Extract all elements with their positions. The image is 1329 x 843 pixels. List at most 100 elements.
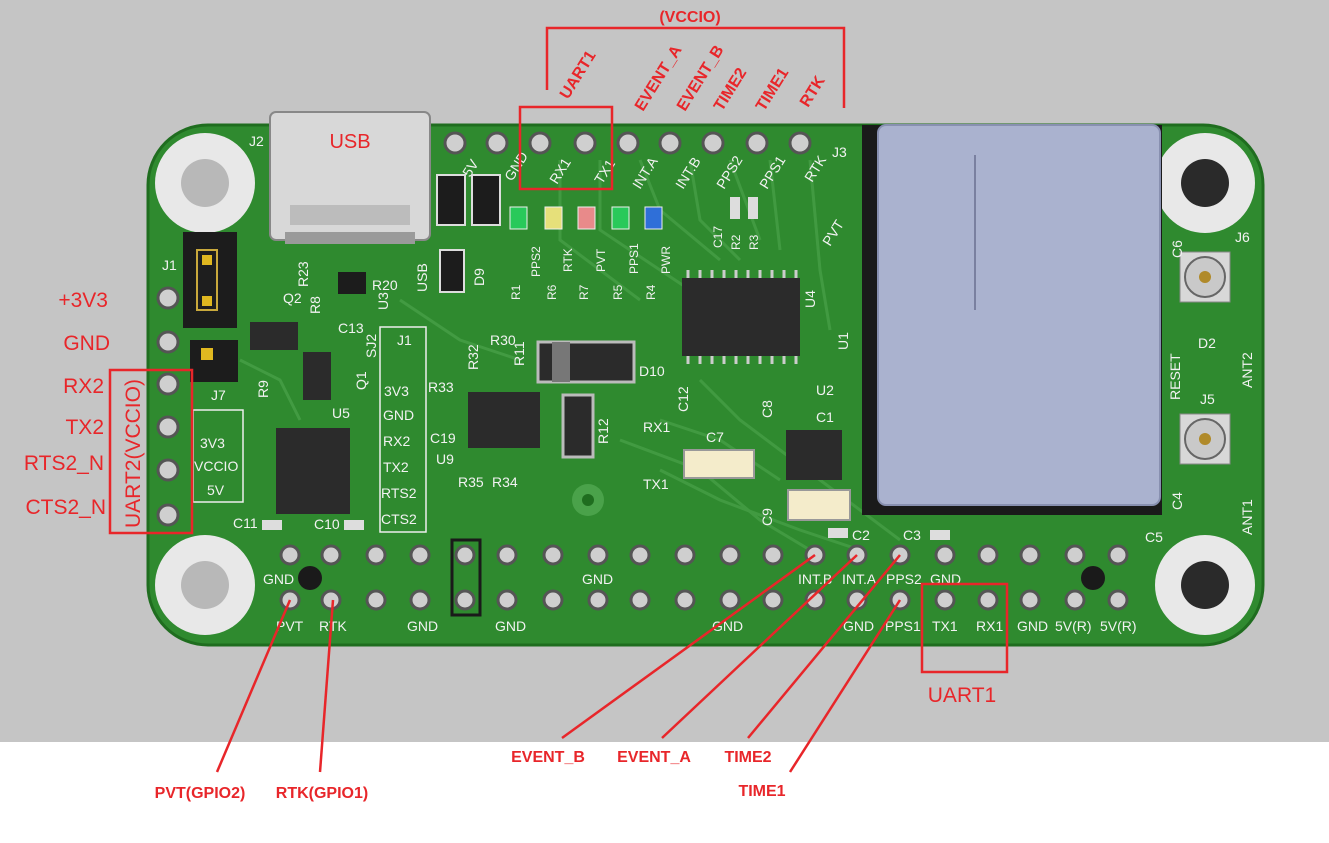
- svg-text:RTK: RTK: [561, 248, 575, 272]
- led-labels: PPS2 RTK PVT PPS1 PWR R1 R6 R7 R5 R4 C17…: [509, 226, 761, 300]
- svg-text:R23: R23: [295, 261, 311, 287]
- j3-header: [443, 131, 812, 155]
- svg-text:J6: J6: [1235, 229, 1250, 245]
- svg-text:U2: U2: [816, 382, 834, 398]
- left-header-pins: [156, 286, 180, 527]
- svg-text:GND: GND: [407, 618, 438, 634]
- gnss-module: [877, 124, 1161, 506]
- svg-text:J5: J5: [1200, 391, 1215, 407]
- svg-text:C2: C2: [852, 527, 870, 543]
- svg-text:3V3: 3V3: [200, 435, 225, 451]
- callout-tx2: TX2: [65, 416, 104, 439]
- svg-text:C7: C7: [706, 429, 724, 445]
- svg-text:5V(R): 5V(R): [1055, 618, 1092, 634]
- svg-text:R20: R20: [372, 277, 398, 293]
- svg-text:U3: U3: [375, 292, 391, 310]
- svg-text:R30: R30: [490, 332, 516, 348]
- j2-label: J2: [249, 133, 264, 149]
- svg-text:VCCIO: VCCIO: [194, 458, 238, 474]
- callout-lines: [108, 26, 1009, 773]
- svg-text:U9: U9: [436, 451, 454, 467]
- svg-text:C10: C10: [314, 516, 340, 532]
- callout-bottom-time2: TIME2: [724, 749, 771, 766]
- c7-capacitor: [683, 449, 755, 479]
- status-leds: [509, 206, 663, 230]
- callout-gnd: GND: [63, 332, 110, 355]
- svg-text:PPS1: PPS1: [885, 618, 921, 634]
- callout-rts2-n: RTS2_N: [24, 452, 104, 475]
- svg-text:U1: U1: [835, 332, 851, 350]
- svg-text:R11: R11: [511, 341, 527, 366]
- svg-text:PWR: PWR: [659, 246, 673, 274]
- svg-text:C17: C17: [711, 226, 725, 248]
- svg-text:GND: GND: [383, 407, 414, 423]
- svg-text:ANT1: ANT1: [1239, 499, 1255, 535]
- antenna-connectors: [1179, 251, 1231, 465]
- bottom-pin-labels: GND GND INT.B INT.A PPS2 GND PVT RTK GND…: [263, 571, 1137, 634]
- svg-text:RTK: RTK: [319, 618, 347, 634]
- j3-label: J3: [832, 144, 847, 160]
- svg-text:5V: 5V: [459, 156, 482, 180]
- svg-text:R2: R2: [729, 234, 743, 250]
- svg-text:5V(R): 5V(R): [1100, 618, 1137, 634]
- svg-text:J1: J1: [162, 257, 177, 273]
- svg-text:C8: C8: [759, 400, 775, 418]
- svg-text:PVT: PVT: [594, 248, 608, 272]
- svg-text:D9: D9: [471, 268, 487, 286]
- svg-text:RESET: RESET: [1167, 353, 1183, 400]
- svg-text:INT.A: INT.A: [842, 571, 877, 587]
- svg-text:R12: R12: [595, 418, 611, 444]
- callout-bottom-event-a: EVENT_A: [617, 749, 691, 766]
- svg-text:R33: R33: [428, 379, 454, 395]
- svg-text:R6: R6: [545, 284, 559, 300]
- u9-chip: [468, 392, 540, 448]
- svg-text:D10: D10: [639, 363, 665, 379]
- svg-text:C3: C3: [903, 527, 921, 543]
- svg-text:GND: GND: [495, 618, 526, 634]
- svg-text:C9: C9: [759, 508, 775, 526]
- usb-side-label: USB: [414, 263, 430, 292]
- svg-text:C5: C5: [1145, 529, 1163, 545]
- svg-text:J1: J1: [397, 332, 412, 348]
- svg-text:R34: R34: [492, 474, 518, 490]
- svg-text:R7: R7: [577, 284, 591, 300]
- j7-labels: 3V3 VCCIO 5V: [194, 435, 238, 498]
- bottom-header-pins: [279, 544, 1129, 611]
- svg-text:GND: GND: [263, 571, 294, 587]
- u2-chip: [786, 430, 842, 480]
- svg-text:GND: GND: [712, 618, 743, 634]
- svg-text:J7: J7: [211, 387, 226, 403]
- white-background: [0, 742, 1329, 838]
- svg-text:C11: C11: [233, 515, 258, 531]
- callout-bottom-uart1: UART1: [928, 684, 996, 707]
- svg-text:R4: R4: [644, 284, 658, 300]
- svg-text:3V3: 3V3: [384, 383, 409, 399]
- svg-text:C6: C6: [1169, 240, 1185, 258]
- j1-label-box: [379, 326, 427, 533]
- svg-text:TX1: TX1: [932, 618, 958, 634]
- svg-text:5V: 5V: [207, 482, 225, 498]
- svg-text:PPS2: PPS2: [529, 246, 543, 277]
- j1-labels: 3V3 GND RX2 TX2 RTS2 CTS2: [381, 383, 417, 527]
- svg-text:R8: R8: [307, 296, 323, 314]
- callout-uart2: UART2(VCCIO): [122, 379, 145, 528]
- svg-text:INT.B: INT.B: [798, 571, 832, 587]
- callout-cts2-n: CTS2_N: [25, 496, 106, 519]
- u5-chip: [276, 428, 350, 514]
- svg-text:R5: R5: [611, 284, 625, 300]
- callout-bottom-time1: TIME1: [738, 783, 785, 800]
- svg-text:C1: C1: [816, 409, 834, 425]
- svg-text:U5: U5: [332, 405, 350, 421]
- usb-label: USB: [329, 131, 370, 153]
- svg-text:CTS2: CTS2: [381, 511, 417, 527]
- callout-vccio: (VCCIO): [659, 9, 720, 26]
- svg-text:RX2: RX2: [383, 433, 410, 449]
- svg-text:PPS2: PPS2: [886, 571, 922, 587]
- svg-text:C13: C13: [338, 320, 364, 336]
- svg-text:C12: C12: [675, 386, 691, 412]
- svg-text:PVT: PVT: [276, 618, 304, 634]
- svg-text:U4: U4: [802, 290, 818, 308]
- svg-text:GND: GND: [843, 618, 874, 634]
